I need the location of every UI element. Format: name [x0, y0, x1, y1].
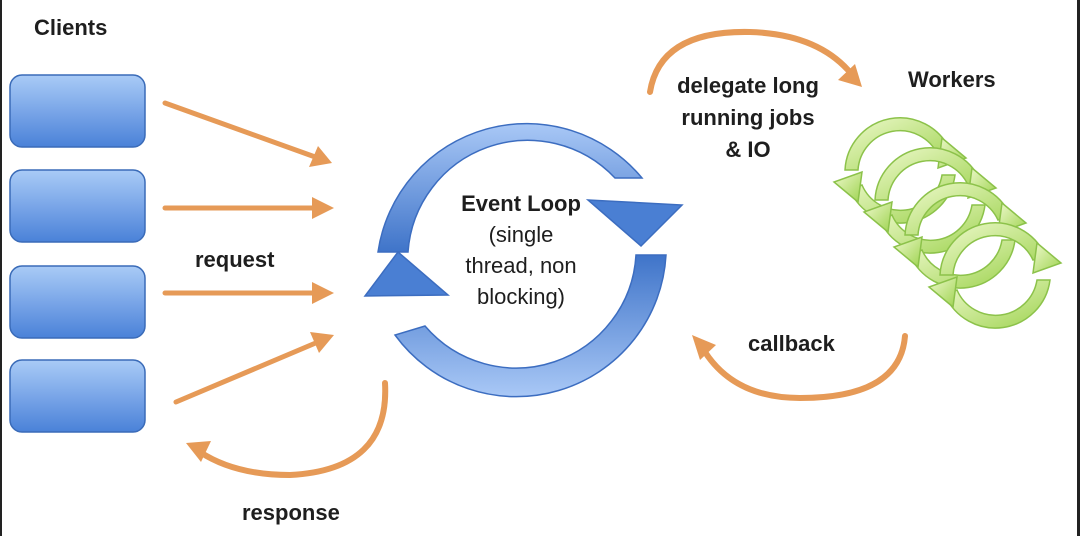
worker-cycle: [927, 222, 1063, 329]
event-loop-title: Event Loop: [461, 191, 581, 216]
callback-label: callback: [748, 331, 835, 356]
delegate-line: running jobs: [681, 105, 815, 130]
delegate-line: & IO: [725, 137, 771, 162]
client-box[interactable]: [9, 265, 146, 339]
worker-cycles: [832, 117, 1063, 329]
event-loop-arrows: [363, 122, 684, 398]
request-arrows: [162, 100, 334, 405]
request-label: request: [195, 247, 275, 272]
clients-label: Clients: [34, 15, 108, 40]
delegate-line: delegate long: [677, 73, 819, 98]
event-loop-label: Event Loop (single thread, non blocking): [461, 188, 581, 312]
client-boxes: [9, 74, 146, 433]
delegate-arrow: [647, 28, 862, 95]
client-box[interactable]: [9, 169, 146, 243]
workers-label: Workers: [908, 67, 996, 92]
left-frame-border: [0, 0, 2, 536]
delegate-label: delegate long running jobs & IO: [677, 70, 819, 166]
response-label: response: [242, 500, 340, 525]
event-loop-subtitle-line: blocking): [476, 284, 566, 309]
client-box[interactable]: [9, 359, 146, 433]
callback-arrow: [692, 333, 908, 402]
right-frame-border: [1077, 0, 1080, 536]
event-loop-subtitle-line: thread, non: [465, 253, 577, 278]
response-arrow: [186, 380, 389, 479]
worker-cycle: [892, 182, 1028, 289]
client-box[interactable]: [9, 74, 146, 148]
event-loop-subtitle-line: (single: [488, 222, 554, 247]
